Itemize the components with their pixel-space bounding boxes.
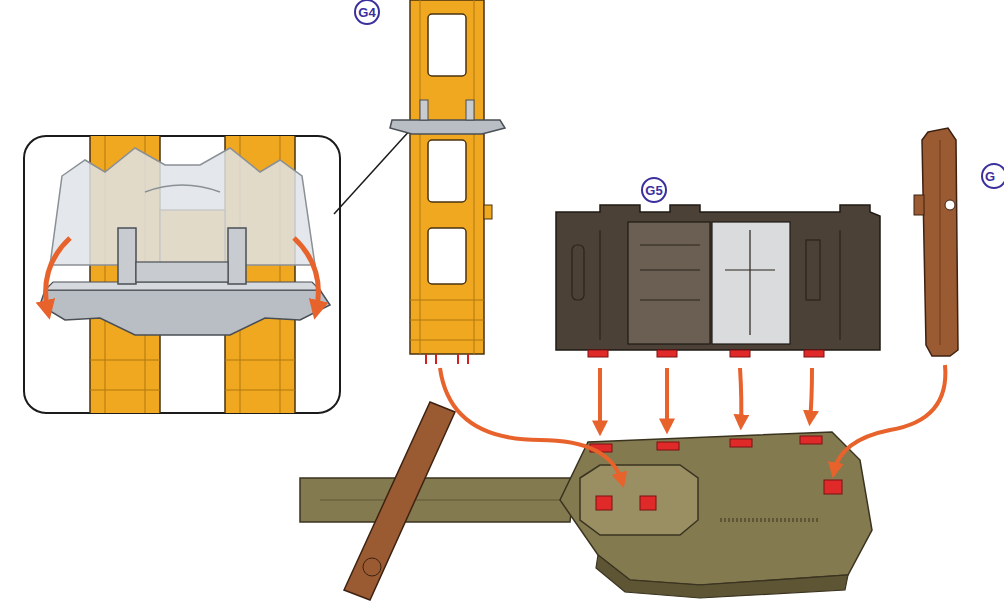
detail — [749, 230, 750, 335]
socket — [800, 436, 822, 444]
detail — [572, 245, 584, 300]
base-edge — [596, 555, 848, 598]
rib — [90, 360, 160, 361]
rib — [90, 390, 160, 391]
peg — [657, 350, 677, 357]
callout-circle — [982, 164, 1004, 188]
callout-number: G — [985, 170, 995, 183]
base-sockets — [590, 436, 842, 510]
insert-arrow — [810, 368, 812, 420]
flap-bar — [136, 262, 228, 282]
base-platform — [300, 402, 872, 600]
fold-arrow — [294, 238, 318, 312]
panel-pegs — [588, 350, 824, 357]
detail — [806, 240, 820, 300]
peg — [588, 350, 608, 357]
insert-arrow — [665, 368, 669, 428]
side-bar — [914, 128, 958, 356]
rib — [410, 320, 484, 321]
panel-details — [572, 230, 840, 340]
detail — [839, 230, 840, 340]
callout-number: G5 — [645, 184, 662, 197]
hex-block — [580, 465, 698, 535]
bar-body — [922, 128, 958, 356]
flap-post — [420, 100, 428, 120]
rail-knob — [363, 558, 381, 576]
brown-rail — [344, 402, 455, 600]
wall-panel — [556, 205, 880, 357]
callout-circle — [355, 0, 379, 24]
track-window — [428, 228, 466, 284]
base-grill — [720, 518, 820, 522]
callout-circles — [355, 0, 1004, 202]
panel-section — [628, 222, 710, 344]
rib — [410, 300, 484, 301]
raised-flap — [50, 148, 315, 265]
lowered-flap — [40, 290, 330, 335]
callout-number: G4 — [358, 6, 375, 19]
socket — [657, 442, 679, 450]
detail — [640, 269, 700, 270]
rib — [225, 360, 295, 361]
track-ribs — [410, 0, 484, 354]
track-window — [428, 140, 466, 202]
insert-arrow — [740, 368, 741, 424]
peg — [730, 350, 750, 357]
flap-post — [466, 100, 474, 120]
socket — [596, 496, 612, 510]
track-body — [410, 0, 484, 354]
panel-light-section — [712, 222, 790, 344]
bar-tab — [914, 195, 924, 215]
track-window — [428, 14, 466, 76]
detail — [725, 269, 775, 270]
flap-top — [45, 282, 320, 290]
flap-post — [118, 228, 136, 284]
peg — [804, 350, 824, 357]
inset-detail — [24, 128, 412, 420]
insert-arrow — [598, 368, 602, 430]
socket — [640, 496, 656, 510]
bar-hole — [945, 200, 955, 210]
inset-content — [40, 136, 330, 413]
detail — [599, 230, 600, 340]
flap-post — [228, 228, 246, 284]
insert-arrow — [834, 365, 945, 472]
detail — [640, 299, 700, 300]
rib — [420, 0, 421, 354]
flap-ridge — [145, 185, 220, 192]
panel-body — [556, 205, 880, 350]
base-arm — [300, 478, 575, 522]
socket — [824, 480, 842, 494]
track-feet — [426, 354, 468, 364]
socket — [730, 439, 752, 447]
bar-ridge — [940, 140, 941, 345]
rib — [474, 0, 475, 354]
rib — [410, 340, 484, 341]
track-tab — [484, 205, 492, 219]
callout-circle — [642, 178, 666, 202]
insert-arrow — [440, 368, 622, 482]
track-piece — [390, 0, 505, 364]
rib — [225, 390, 295, 391]
flap — [390, 120, 505, 134]
leader-line — [334, 128, 412, 214]
arm-groove — [320, 499, 560, 500]
fold-arrow — [46, 238, 70, 312]
assembly-arrows — [440, 365, 945, 482]
detail — [640, 244, 700, 245]
